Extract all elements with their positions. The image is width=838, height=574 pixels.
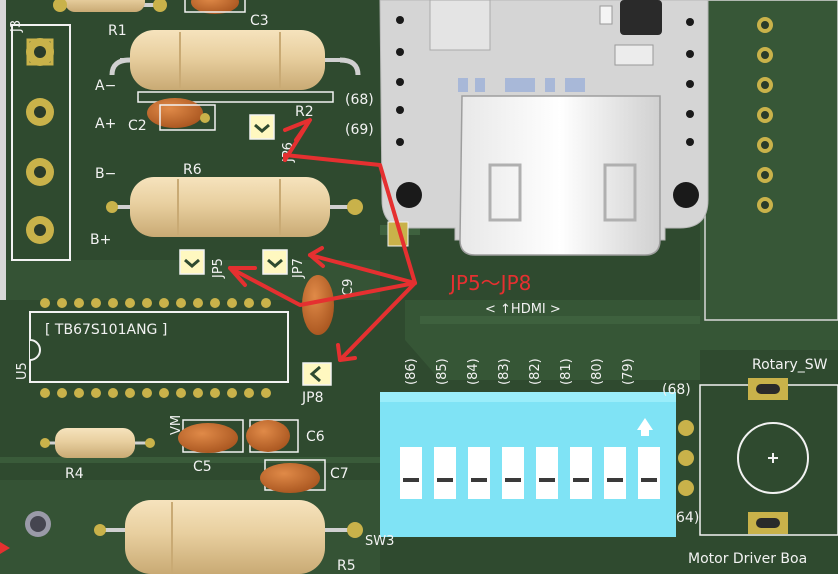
- dip-pin-label: (81): [559, 358, 574, 385]
- dip-pin-label: (83): [497, 358, 512, 385]
- capacitor-c2: [147, 98, 203, 128]
- a-minus-label: A−: [95, 78, 116, 94]
- r6-label: R6: [183, 162, 202, 178]
- red-annotation-lines: [228, 118, 417, 362]
- jumper-jp7: [262, 249, 288, 275]
- hdmi-label: < ↑HDMI >: [485, 302, 561, 317]
- j3-label: J3: [9, 20, 24, 33]
- b-minus-label: B−: [95, 166, 116, 182]
- pin-64-label: 64): [676, 510, 699, 526]
- c3-label: C3: [250, 13, 269, 29]
- jp7-label: JP7: [291, 258, 306, 279]
- c5-label: C5: [193, 459, 212, 475]
- c7-label: C7: [330, 466, 349, 482]
- jumper-jp5: [179, 249, 205, 275]
- resistor-r2: [109, 30, 361, 103]
- dip-pin-label: (84): [466, 358, 481, 385]
- dip-switch-sw3: [380, 392, 676, 537]
- ic-name-label: [ TB67S101ANG ]: [45, 322, 167, 338]
- dip-pin-label: (86): [404, 358, 419, 385]
- resistor-r5: [94, 500, 363, 574]
- dip-pin-label: (79): [621, 358, 636, 385]
- ic-u5: [29, 298, 289, 398]
- jp8-label: JP8: [301, 390, 323, 406]
- a-plus-label: A+: [95, 116, 116, 132]
- annotation-text: JP5～JP8: [448, 271, 531, 295]
- capacitor-c5: [178, 419, 244, 453]
- j3-connector: [0, 0, 71, 300]
- capacitor-c3: [191, 0, 239, 14]
- pin-68a-label: (68): [345, 92, 374, 108]
- pin-69-label: (69): [345, 122, 374, 138]
- resistor-r4: [40, 428, 155, 458]
- r1-label: R1: [108, 23, 127, 39]
- resistor-r1: [53, 0, 167, 12]
- capacitor-c6: [246, 419, 299, 453]
- dip-pin-labels: (86) (85) (84) (83) (82) (81) (80) (79): [404, 358, 636, 385]
- pin-68b-label: (68): [662, 382, 691, 398]
- r2-label: R2: [295, 104, 314, 120]
- jumper-jp6: [249, 114, 275, 140]
- dip-pin-label: (80): [590, 358, 605, 385]
- rotary-sw-label: Rotary_SW: [752, 357, 828, 373]
- sw3-label: SW3: [365, 534, 394, 549]
- r5-label: R5: [337, 558, 356, 574]
- right-pin-header: [757, 17, 773, 213]
- capacitor-c9: [302, 275, 334, 335]
- hdmi-module: [379, 0, 709, 256]
- r4-label: R4: [65, 466, 84, 482]
- c9-label: C9: [341, 279, 356, 296]
- motor-driver-label: Motor Driver Boa: [688, 551, 807, 567]
- c2-label: C2: [128, 118, 147, 134]
- rotary-switch: [699, 378, 838, 536]
- c6-label: C6: [306, 429, 325, 445]
- jumper-jp8: [302, 362, 332, 386]
- resistor-r6: [106, 177, 363, 237]
- b-plus-label: B+: [90, 232, 111, 248]
- vm-label: VM: [169, 415, 184, 435]
- jp5-label: JP5: [211, 258, 226, 279]
- u5-label: U5: [15, 362, 30, 380]
- capacitor-c7: [260, 459, 326, 493]
- dip-pin-label: (85): [435, 358, 450, 385]
- dip-pin-label: (82): [528, 358, 543, 385]
